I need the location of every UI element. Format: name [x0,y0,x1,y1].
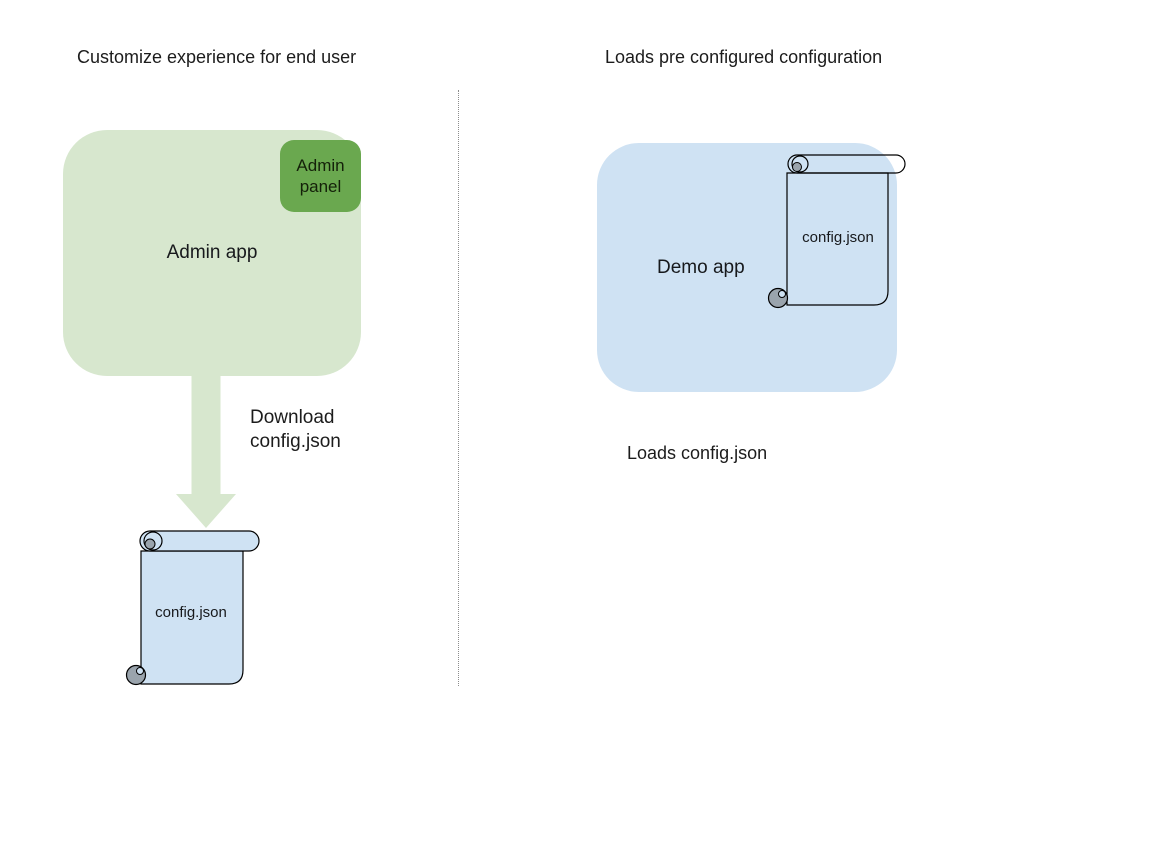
left-section-title: Customize experience for end user [77,47,357,67]
download-arrow-label: Download config.json [250,407,341,452]
config-file-label-left: config.json [155,604,227,621]
admin-app-label: Admin app [166,242,258,263]
admin-panel-shape: Admin panel [280,140,361,212]
right-section-title: Loads pre configured configuration [605,47,883,67]
config-file-scroll-left [125,530,260,686]
download-arrow-icon [176,376,236,528]
loads-config-caption: Loads config.json [627,443,768,463]
admin-panel-label: Admin panel [296,156,345,196]
section-divider [458,90,459,686]
demo-app-shape [597,143,897,392]
config-file-label-right: config.json [802,229,874,246]
config-file-scroll-right [767,154,906,309]
demo-app-label: Demo app [657,257,745,278]
